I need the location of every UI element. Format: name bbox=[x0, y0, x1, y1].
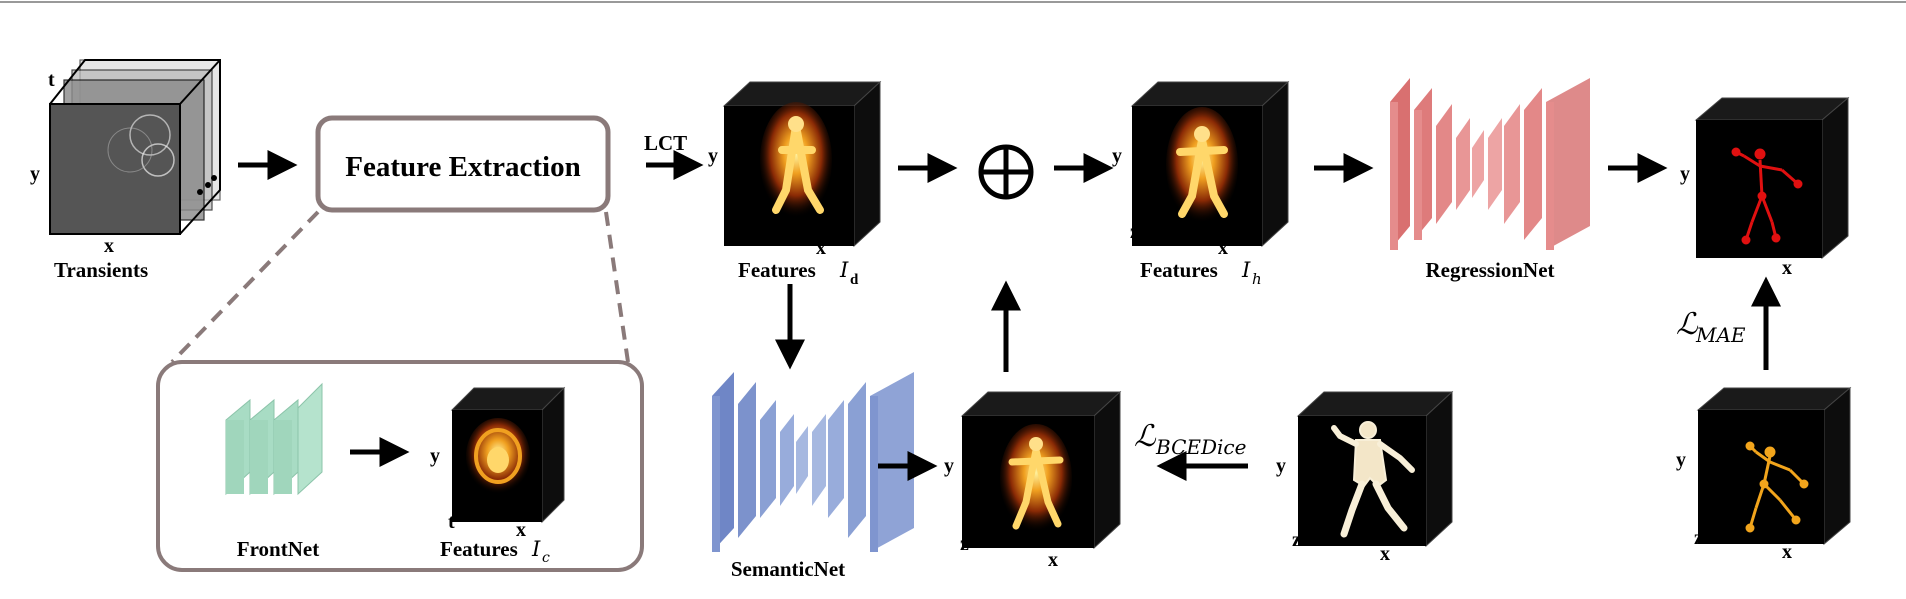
feature-extraction-box bbox=[315, 115, 611, 213]
features-d-subscript: d bbox=[850, 272, 859, 288]
lct-label: LCT bbox=[644, 131, 687, 155]
transients-cube bbox=[49, 59, 221, 235]
loss-mae-subscript: MAE bbox=[1695, 323, 1746, 347]
loss-bcedice-symbol: ℒ bbox=[1134, 419, 1157, 454]
dashed-connector-right bbox=[604, 211, 630, 363]
features-d-label: Features bbox=[738, 258, 816, 282]
features-h-axis-z: z bbox=[1130, 221, 1139, 243]
features-h-symbol: I bbox=[1241, 258, 1251, 282]
transients-axis-t: t bbox=[48, 69, 55, 91]
features-d-axis-z: z bbox=[724, 221, 733, 243]
pose-pred-cube bbox=[1694, 96, 1850, 260]
semantic-pred-axis-z: z bbox=[960, 533, 969, 555]
transients-axis-x: x bbox=[104, 235, 114, 257]
pose-pred-axis-x: x bbox=[1782, 257, 1792, 279]
semantic-gt-cube bbox=[1296, 390, 1454, 548]
regressionnet-block bbox=[1390, 78, 1590, 250]
features-c-subscript: c bbox=[542, 550, 550, 566]
frontnet-block bbox=[225, 382, 323, 496]
features-d-symbol: I bbox=[839, 258, 849, 282]
feature-extraction-label: Feature Extraction bbox=[345, 151, 580, 183]
pose-gt-axis-y: y bbox=[1676, 449, 1686, 471]
frontnet-label: FrontNet bbox=[237, 537, 319, 561]
features-h-label: Features bbox=[1140, 258, 1218, 282]
features-h-subscript: h bbox=[1252, 270, 1262, 288]
pose-pred-axis-z: z bbox=[1696, 241, 1705, 263]
features-c-axis-t: t bbox=[448, 511, 455, 533]
semantic-pred-axis-x: x bbox=[1048, 549, 1058, 571]
features-h-axis-y: y bbox=[1112, 145, 1122, 167]
features-c-cube bbox=[450, 386, 566, 524]
loss-mae-symbol: ℒ bbox=[1676, 307, 1699, 342]
semantic-gt-axis-z: z bbox=[1292, 529, 1301, 551]
features-c-axis-y: y bbox=[430, 445, 440, 467]
transients-axis-y: y bbox=[30, 163, 40, 185]
pose-gt-axis-x: x bbox=[1782, 541, 1792, 563]
pose-pred-axis-y: y bbox=[1680, 163, 1690, 185]
features-d-axis-x: x bbox=[816, 237, 826, 259]
transients-label: Transients bbox=[54, 258, 148, 282]
semanticnet-block bbox=[712, 372, 914, 552]
features-d-cube bbox=[722, 80, 882, 248]
features-c-symbol: I bbox=[531, 537, 541, 561]
semantic-pred-axis-y: y bbox=[944, 455, 954, 477]
oplus-icon bbox=[978, 144, 1034, 200]
features-c-label: Features bbox=[440, 537, 518, 561]
semantic-gt-axis-y: y bbox=[1276, 455, 1286, 477]
regressionnet-label: RegressionNet bbox=[1425, 258, 1554, 282]
features-c-axis-x: x bbox=[516, 519, 526, 541]
semantic-gt-axis-x: x bbox=[1380, 543, 1390, 565]
dashed-connector-left bbox=[170, 210, 320, 364]
features-h-axis-x: x bbox=[1218, 237, 1228, 259]
pose-gt-axis-z: z bbox=[1694, 527, 1703, 549]
semanticnet-label: SemanticNet bbox=[731, 557, 845, 581]
pose-gt-cube bbox=[1696, 386, 1852, 546]
features-d-axis-y: y bbox=[708, 145, 718, 167]
semantic-pred-cube bbox=[960, 390, 1122, 550]
features-h-cube bbox=[1130, 80, 1290, 248]
loss-bcedice-subscript: BCEDice bbox=[1155, 435, 1246, 459]
